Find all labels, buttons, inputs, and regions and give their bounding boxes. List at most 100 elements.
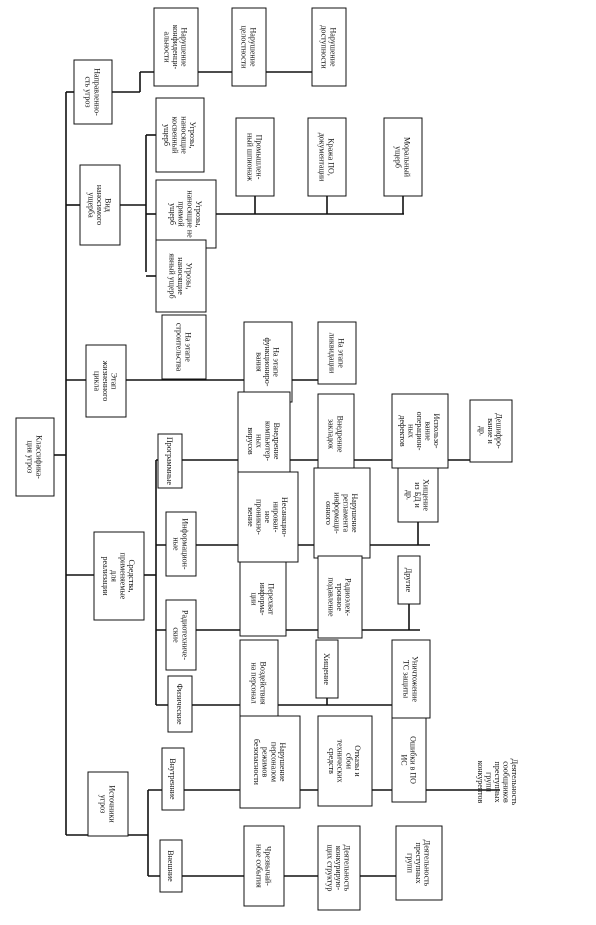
node-frame [79,164,121,246]
node-label-line: ные [172,537,181,551]
node-label: На этапестроительства [175,323,193,372]
node-label-line: подавление [326,578,335,617]
node-label-line: конкурентов [476,761,485,804]
node-label-line: применяемые [118,553,127,600]
node-vnesh: Внешние [159,839,183,893]
node-label: УничтожениеТС защиты [402,656,420,702]
node-label-line: Нарушение [328,27,337,66]
node-label-line: На этапе [272,347,281,377]
node-vnesh-1: Чрезвычай-ные события [243,825,285,907]
node-frame [391,639,431,719]
node-label-line: преступных [414,843,423,884]
node-label-line: ный шпионаж [246,133,255,181]
node-vnutr: Внутренние [161,747,185,811]
node-radio: Радиотехниче-ские [165,599,197,671]
node-frame [161,747,185,811]
node-label: Использо-ваниеоперацион-ныхдефектов [398,412,441,451]
node-frame [397,555,421,605]
node-root: Классифика-ция угроз [15,417,55,497]
node-label-line: конфиденци- [171,25,180,70]
node-label: Перехватинформа-ции [249,583,275,616]
node-label-line: ИС [400,754,409,765]
node-label: Хищениеиз БД идр. [404,479,430,511]
node-label: Чрезвычай-ные события [255,844,273,888]
node-label-line: информаци- [333,492,342,534]
node-frame [317,555,363,639]
node-label-line: конкурирую- [334,846,343,891]
node-label: Деятельностьсообщниковпреступныхгруппкон… [476,759,519,806]
node-label: Виднаносимогоущерба [86,185,112,225]
node-fiz: Физические [167,675,193,733]
node-label-line: информа- [258,583,267,616]
node-label-line: преступных [493,762,502,803]
node-frame [469,399,513,463]
node-label: Этапжизненногоцикла [92,360,118,401]
node-vnutr-3: Ошибки в ПОИС [391,717,427,803]
node-label-line: реализации [101,556,110,596]
node-label: Деятельностьпреступныхгрупп [405,840,431,887]
node-label-line: компьютер- [263,421,272,461]
node-label-line: ТС защиты [402,660,411,699]
node-sred: Средства,применяемыедляреализации [93,531,145,621]
node-label-line: Информацион- [180,518,189,570]
node-label-line: для [110,570,119,582]
node-label-line: Программные [165,437,174,485]
node-label-line: Деятельность [343,845,352,892]
node-label-line: режимов [261,747,270,777]
node-label: Другие [404,568,413,593]
node-label: Нарушениеперсоналомрежимовбезопасности [252,739,287,786]
node-label-line: онного [324,501,333,525]
node-label-line: целостности [240,26,249,70]
node-label-line: Внешние [166,850,175,882]
node-label: Внутренние [168,758,177,800]
node-label: Угрозы,наносящиекосвенныйущерб [162,116,197,154]
node-label-line: Хищение [422,479,431,511]
node-label: Радиоэлек-тронноеподавление [326,578,352,617]
node-prog: Программные [157,433,183,489]
node-label-line: Внутренние [168,758,177,800]
node-label-line: ции [249,593,258,607]
node-label: Программные [165,437,174,485]
node-frame [391,717,427,803]
node-label-line: сообщников [502,761,511,803]
node-info: Информацион-ные [165,511,197,577]
node-etap-2: На этапефункциониро-вания [243,321,293,403]
node-label: Ошибки в ПОИС [400,736,418,784]
node-label: Угрозы,наносящие непрямойущерб [168,190,203,238]
node-label-line: безопасности [252,739,261,786]
node-label-line: ущерб [394,146,403,168]
node-label-line: явный ущерб [167,253,176,298]
node-frame [155,179,217,249]
node-label-line: нирован- [272,502,281,533]
node-label-line: щих структур [325,845,334,892]
node-label-line: Средства, [127,559,136,592]
node-frame [167,675,193,733]
node-label: На этапеликвидации [328,333,346,374]
node-label-line: Другие [404,568,413,593]
node-label-line: технических [336,740,345,783]
node-label-line: Дешифро- [495,413,504,449]
node-label-line: строительства [175,323,184,372]
node-label: Несанкцио-нирован-ноепроникно-вение [246,497,289,537]
node-etap-3: На этапеликвидации [317,321,357,385]
node-label-line: Направленно- [92,68,101,116]
node-vnutr-1: Нарушениеперсоналомрежимовбезопасности [239,715,301,809]
node-frame [317,321,357,385]
node-label-line: Промышлен- [254,135,263,180]
node-ist: Источникиугроз [87,771,129,837]
node-frame [235,117,275,197]
node-label-line: жизненного [101,360,110,401]
node-label-line: ных [255,434,264,448]
node-fiz-1: Воздействияна персонал [239,639,279,727]
node-label-line: Несанкцио- [280,497,289,537]
node-etap: Этапжизненногоцикла [85,344,127,418]
node-label-line: ущерб [168,203,177,225]
node-label-line: на персонал [250,662,259,703]
node-label-line: Ошибки в ПО [408,736,417,784]
node-vid-2c: Моральныйущерб [383,117,423,197]
node-napr-2: Нарушениецелостности [231,7,267,87]
node-label-line: операцион- [415,412,424,451]
node-frame [243,321,293,403]
node-info-3: Хищениеиз БД идр. [397,467,439,523]
node-frame [317,825,361,911]
